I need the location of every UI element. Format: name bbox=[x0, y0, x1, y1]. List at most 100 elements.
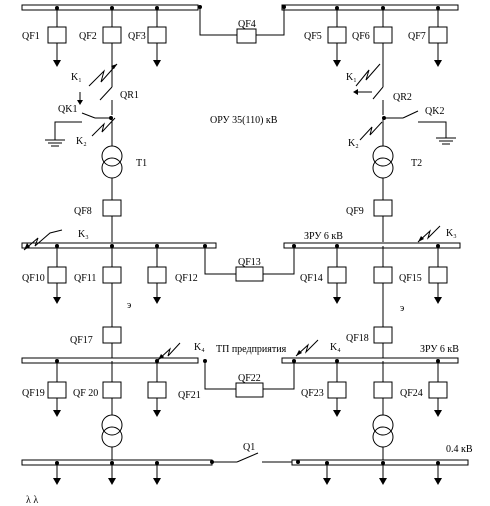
footer-marks: λ λ bbox=[26, 495, 38, 506]
label-qf9: QF9 bbox=[346, 206, 364, 217]
label-zru-bottom: ЗРУ 6 кВ bbox=[420, 344, 459, 355]
feeder-qf10 bbox=[47, 244, 67, 304]
label-qf15: QF15 bbox=[399, 273, 422, 284]
label-qf1: QF1 bbox=[22, 31, 40, 42]
breaker-qf20 bbox=[102, 381, 122, 399]
fault-k1-arrow bbox=[88, 63, 118, 87]
label-q1: Q1 bbox=[243, 442, 255, 453]
breaker-qf3 bbox=[147, 26, 167, 44]
label-k4-left: K₄ bbox=[194, 342, 205, 353]
label-tp: ТП предприятия bbox=[216, 344, 287, 355]
bus-tie-qf13 bbox=[203, 244, 296, 282]
label-qf24: QF24 bbox=[400, 388, 423, 399]
feeder-qf2 bbox=[102, 6, 122, 62]
label-zru-top: ЗРУ 6 кВ bbox=[304, 231, 343, 242]
label-qf10: QF10 bbox=[22, 273, 45, 284]
label-k1-right: K₁ bbox=[346, 72, 357, 83]
label-t2: T2 bbox=[411, 158, 422, 169]
feeder-qf6 bbox=[373, 6, 393, 62]
fault-k2-arrow bbox=[91, 117, 116, 137]
disconnector-q1 bbox=[210, 452, 300, 464]
breaker-qf7 bbox=[428, 26, 448, 44]
label-qf14: QF14 bbox=[300, 273, 323, 284]
label-qf2: QF2 bbox=[79, 31, 97, 42]
label-qf11: QF11 bbox=[74, 273, 96, 284]
fault-k1-right-arrow bbox=[355, 63, 381, 87]
breaker-qf11 bbox=[102, 266, 122, 284]
qr1-disconnector bbox=[99, 62, 113, 115]
busbar-04kv-left bbox=[21, 459, 213, 466]
label-qf7: QF7 bbox=[408, 31, 426, 42]
label-k3-right: K₃ bbox=[446, 228, 457, 239]
mark-left: э bbox=[127, 300, 131, 311]
label-qk1: QK1 bbox=[58, 104, 77, 115]
bus-tie-qf4 bbox=[198, 5, 286, 44]
label-qk2: QK2 bbox=[425, 106, 444, 117]
breaker-qf14 bbox=[327, 266, 347, 284]
feeder-qf5 bbox=[327, 6, 347, 67]
feeder-qf11 bbox=[102, 244, 122, 327]
breaker-qf8 bbox=[102, 199, 122, 217]
busbar-top-left bbox=[21, 4, 199, 11]
breaker-qf4 bbox=[236, 28, 257, 44]
label-t1: T1 bbox=[136, 158, 147, 169]
busbar-tp-right bbox=[281, 357, 459, 364]
label-k4-right: K₄ bbox=[330, 342, 341, 353]
fault-k3-left bbox=[23, 229, 63, 251]
label-qf8: QF8 bbox=[74, 206, 92, 217]
breaker-qf13 bbox=[235, 266, 264, 282]
breaker-qf24 bbox=[428, 381, 448, 399]
breaker-qf21 bbox=[147, 381, 167, 399]
fault-k4-left bbox=[157, 342, 181, 361]
label-qf3: QF3 bbox=[128, 31, 146, 42]
breaker-right-6kv-main bbox=[373, 266, 393, 284]
feeder-qf14 bbox=[327, 244, 347, 304]
label-qf4: QF4 bbox=[238, 19, 256, 30]
feeder-qf24 bbox=[428, 359, 448, 417]
breaker-qf1 bbox=[47, 26, 67, 44]
label-k2-right: K₂ bbox=[348, 138, 359, 149]
breaker-qf9 bbox=[373, 199, 393, 217]
busbar-6kv-right bbox=[283, 242, 461, 249]
qr2-disconnector bbox=[372, 62, 384, 115]
feeder-qf15-main bbox=[373, 246, 393, 327]
feeder-qf7 bbox=[428, 6, 448, 67]
fault-k2-right-arrow bbox=[359, 121, 383, 141]
busbar-tp-left bbox=[21, 357, 199, 364]
fault-k4-right bbox=[295, 339, 319, 357]
feeder-qf21 bbox=[147, 359, 167, 417]
breaker-qf6 bbox=[373, 26, 393, 44]
breaker-qf5 bbox=[327, 26, 347, 44]
breaker-qf15 bbox=[428, 266, 448, 284]
breaker-qf19 bbox=[47, 381, 67, 399]
feeder-qf1 bbox=[47, 6, 67, 67]
label-qf21: QF21 bbox=[178, 390, 201, 401]
breaker-qf22 bbox=[235, 382, 264, 398]
feeder-qf3 bbox=[147, 6, 167, 67]
label-04kv: 0.4 кВ bbox=[446, 444, 473, 455]
breaker-qf17 bbox=[102, 326, 122, 344]
breaker-qf2 bbox=[102, 26, 122, 44]
feeder-qf23 bbox=[327, 359, 347, 417]
label-qf17: QF17 bbox=[70, 335, 93, 346]
feeder-qf12 bbox=[147, 244, 167, 304]
label-k1: K₁ bbox=[71, 72, 82, 83]
label-qr1: QR1 bbox=[120, 90, 139, 101]
mark-right: э bbox=[400, 303, 404, 314]
label-qf13: QF13 bbox=[238, 257, 261, 268]
label-qf23: QF23 bbox=[301, 388, 324, 399]
label-qf20: QF 20 bbox=[73, 388, 98, 399]
qk2-earth-switch bbox=[382, 110, 456, 145]
busbar-04kv-right bbox=[291, 459, 469, 466]
feeder-qf19 bbox=[47, 359, 67, 417]
label-oru: ОРУ 35(110) кВ bbox=[210, 115, 278, 126]
fault-k3-right bbox=[417, 225, 441, 243]
label-qf18: QF18 bbox=[346, 333, 369, 344]
breaker-qf23 bbox=[327, 381, 347, 399]
transformer-t1 bbox=[101, 145, 123, 179]
lv-outgoing-feeders bbox=[53, 461, 442, 485]
feeder-qf15 bbox=[428, 244, 448, 304]
breaker-qf10 bbox=[47, 266, 67, 284]
busbar-top-right bbox=[281, 4, 459, 11]
